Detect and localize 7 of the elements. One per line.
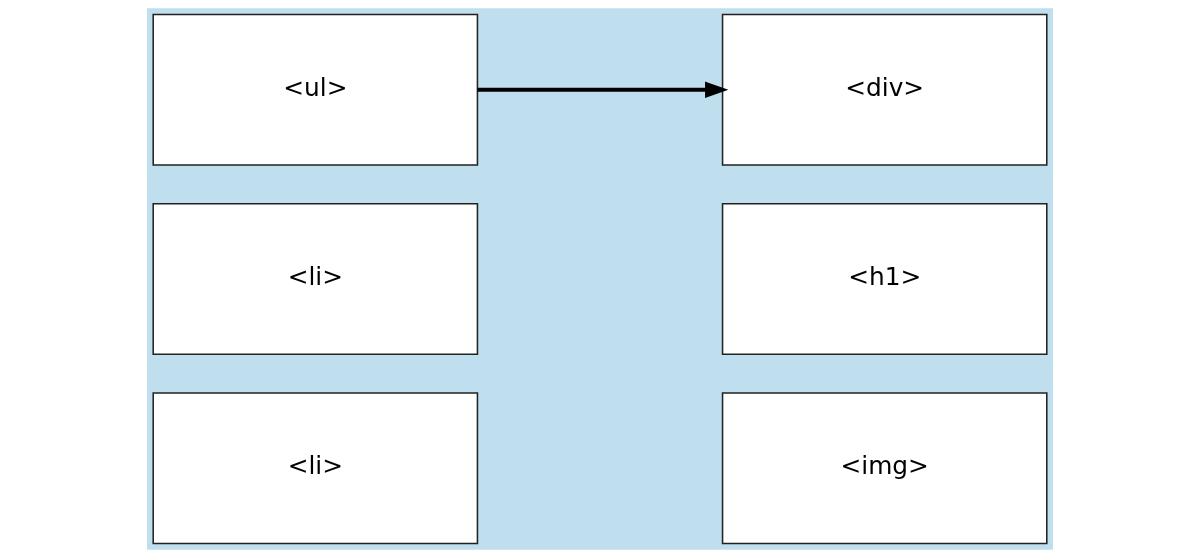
node-box: <div>: [721, 13, 1048, 166]
node-box: <h1>: [721, 203, 1048, 355]
arrow: [477, 81, 729, 98]
node-box: <li>: [152, 203, 479, 355]
node-box: <ul>: [152, 13, 479, 166]
node-box: <img>: [721, 392, 1048, 545]
node-box: <li>: [152, 392, 479, 545]
